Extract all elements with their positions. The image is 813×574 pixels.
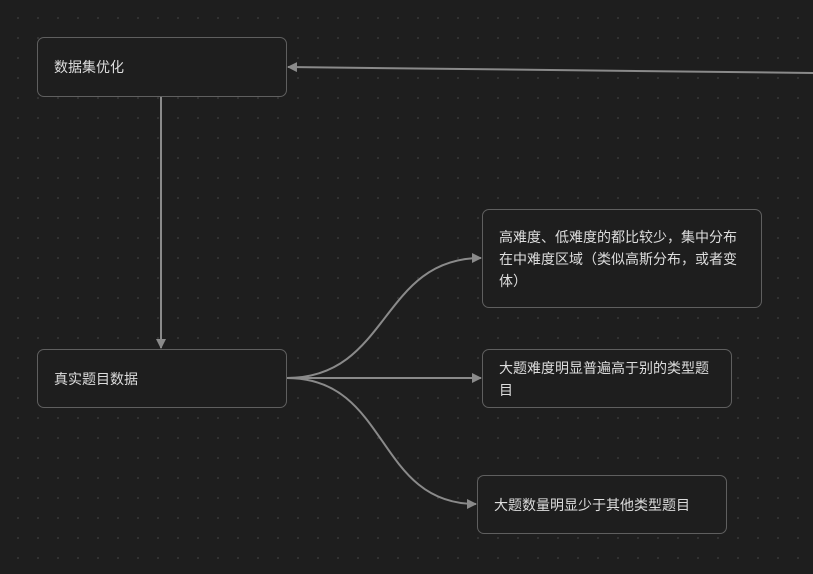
node-label: 大题数量明显少于其他类型题目 (494, 496, 690, 513)
node-dataset-optimization[interactable]: 数据集优化 (37, 37, 287, 97)
node-label: 高难度、低难度的都比较少，集中分布在中难度区域（类似高斯分布，或者变体） (499, 228, 737, 289)
edge-real-to-distribution (286, 253, 482, 379)
node-label: 大题难度明显普遍高于别的类型题目 (499, 359, 709, 398)
node-difficulty-distribution[interactable]: 高难度、低难度的都比较少，集中分布在中难度区域（类似高斯分布，或者变体） (482, 209, 762, 308)
node-big-question-harder[interactable]: 大题难度明显普遍高于别的类型题目 (482, 349, 732, 408)
node-real-question-data[interactable]: 真实题目数据 (37, 349, 287, 408)
node-label: 真实题目数据 (54, 370, 138, 387)
node-big-question-fewer[interactable]: 大题数量明显少于其他类型题目 (477, 475, 727, 534)
node-label: 数据集优化 (54, 59, 124, 75)
edge-real-to-few (286, 377, 477, 509)
edge-incoming-to-dataset (287, 62, 813, 74)
